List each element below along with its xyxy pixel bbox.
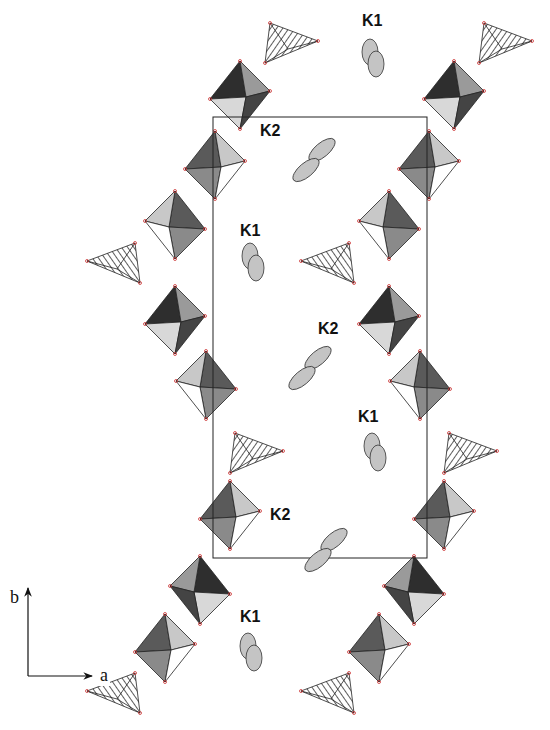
site-label: K1 bbox=[238, 608, 262, 626]
unit-cell bbox=[213, 117, 427, 558]
site-label: K1 bbox=[238, 222, 262, 240]
site-label: K2 bbox=[258, 122, 282, 140]
axis-arrows bbox=[28, 588, 92, 676]
site-label: K1 bbox=[360, 12, 384, 30]
polyhedra-chain bbox=[86, 22, 320, 715]
axis-label: b bbox=[8, 588, 21, 608]
site-label: K2 bbox=[268, 506, 292, 524]
site-label: K1 bbox=[356, 408, 380, 426]
potassium-ellipsoids bbox=[240, 39, 386, 671]
site-label: K2 bbox=[316, 320, 340, 338]
polyhedra-chain bbox=[300, 22, 534, 715]
axis-label: a bbox=[98, 666, 110, 686]
